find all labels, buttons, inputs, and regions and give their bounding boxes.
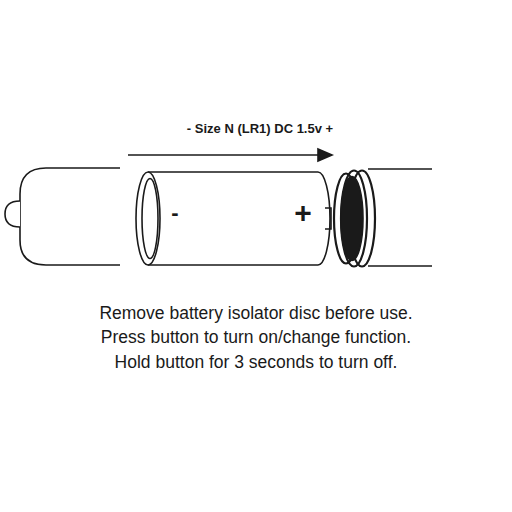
battery-negative-end (136, 172, 160, 265)
instruction-note: Hold button for 3 seconds to turn off. (115, 352, 398, 373)
housing-edge (368, 265, 432, 267)
housing-edge (368, 168, 432, 170)
instruction-note: Remove battery isolator disc before use. (99, 303, 412, 324)
battery-body (148, 172, 330, 265)
polarity-mark: - (171, 200, 178, 226)
end-cap (20, 168, 120, 265)
thread-ring (341, 171, 367, 267)
size-spec: - Size N (LR1) DC 1.5v + (187, 121, 333, 136)
insert-arrow (128, 154, 322, 156)
cap-button (5, 201, 20, 227)
housing-opening (341, 177, 363, 261)
battery-negative-rim (142, 179, 158, 259)
instruction-note: Press button to turn on/change function. (101, 327, 411, 348)
battery-positive-nub (325, 208, 331, 229)
polarity-mark: + (294, 196, 312, 230)
arrow-head (318, 149, 332, 161)
